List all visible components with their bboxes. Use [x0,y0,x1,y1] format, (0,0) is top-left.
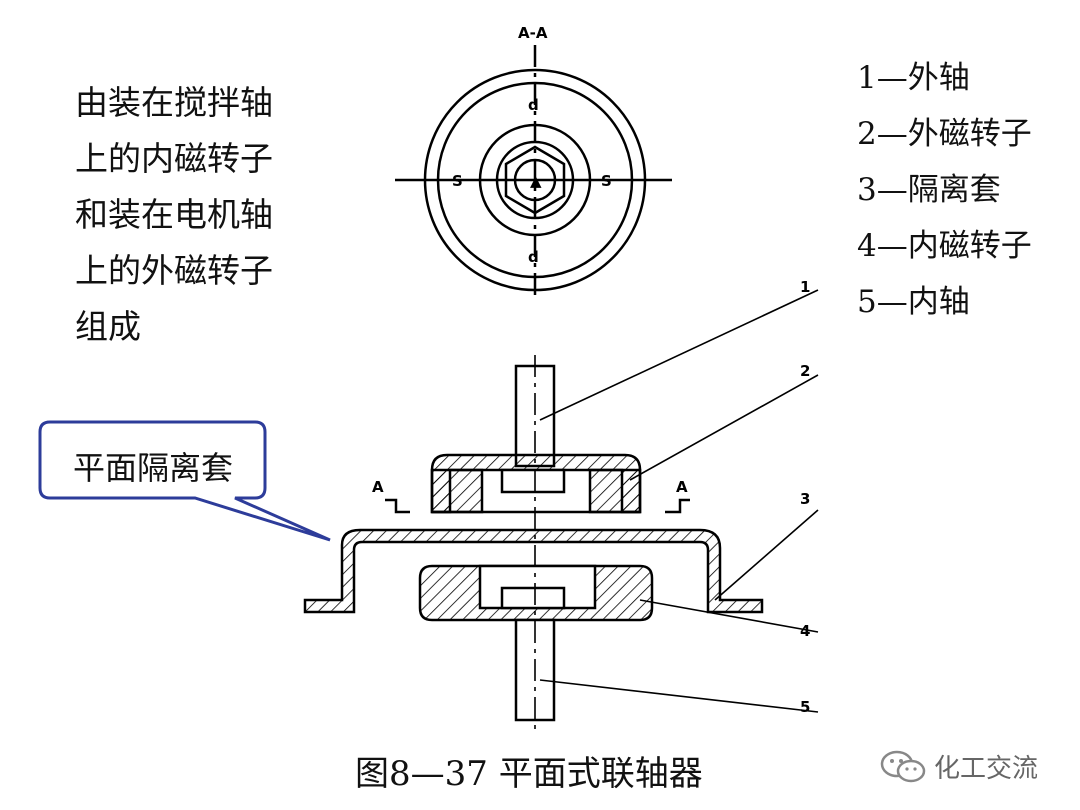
wechat-icon [880,750,926,782]
intro-line: 由装在搅拌轴 [75,83,273,122]
legend-item: 4—内磁转子 [857,228,1032,264]
intro-line: 组成 [75,307,141,346]
intro-line: 和装在电机轴 [75,195,273,234]
figure-caption: 图8—37 平面式联轴器 [355,754,703,794]
top-view-label-s-left: S [452,172,463,190]
top-section-view [395,45,672,300]
legend-item: 1—外轴 [857,60,970,96]
part-label-2: 2 [800,362,810,380]
top-view-center-mark: ▲ [530,172,542,190]
part-label-5: 5 [800,698,810,716]
section-label-top: A-A [518,24,548,42]
callout-bubble [38,420,331,542]
parts-legend: 1—外轴 2—外磁转子 3—隔离套 4—内磁转子 5—内轴 [857,50,1032,330]
section-label-left: A [372,478,384,496]
intro-line: 上的内磁转子 [75,139,273,178]
callout-label: 平面隔离套 [72,449,233,487]
top-view-label-d-bottom: d [528,248,539,266]
legend-item: 2—外磁转子 [857,116,1032,152]
sectional-view [303,289,819,730]
intro-text: 由装在搅拌轴 上的内磁转子 和装在电机轴 上的外磁转子 组成 [75,75,273,355]
part-label-3: 3 [800,490,810,508]
part-label-4: 4 [800,622,810,640]
top-view-label-s-right: S [601,172,612,190]
legend-item: 3—隔离套 [857,172,1001,208]
intro-line: 上的外磁转子 [75,251,273,290]
watermark-text: 化工交流 [934,754,1039,784]
top-view-label-d-top: d [528,96,539,114]
watermark: 化工交流 [880,748,1038,785]
legend-item: 5—内轴 [857,284,970,320]
part-label-1: 1 [800,278,810,296]
section-label-right: A [676,478,688,496]
